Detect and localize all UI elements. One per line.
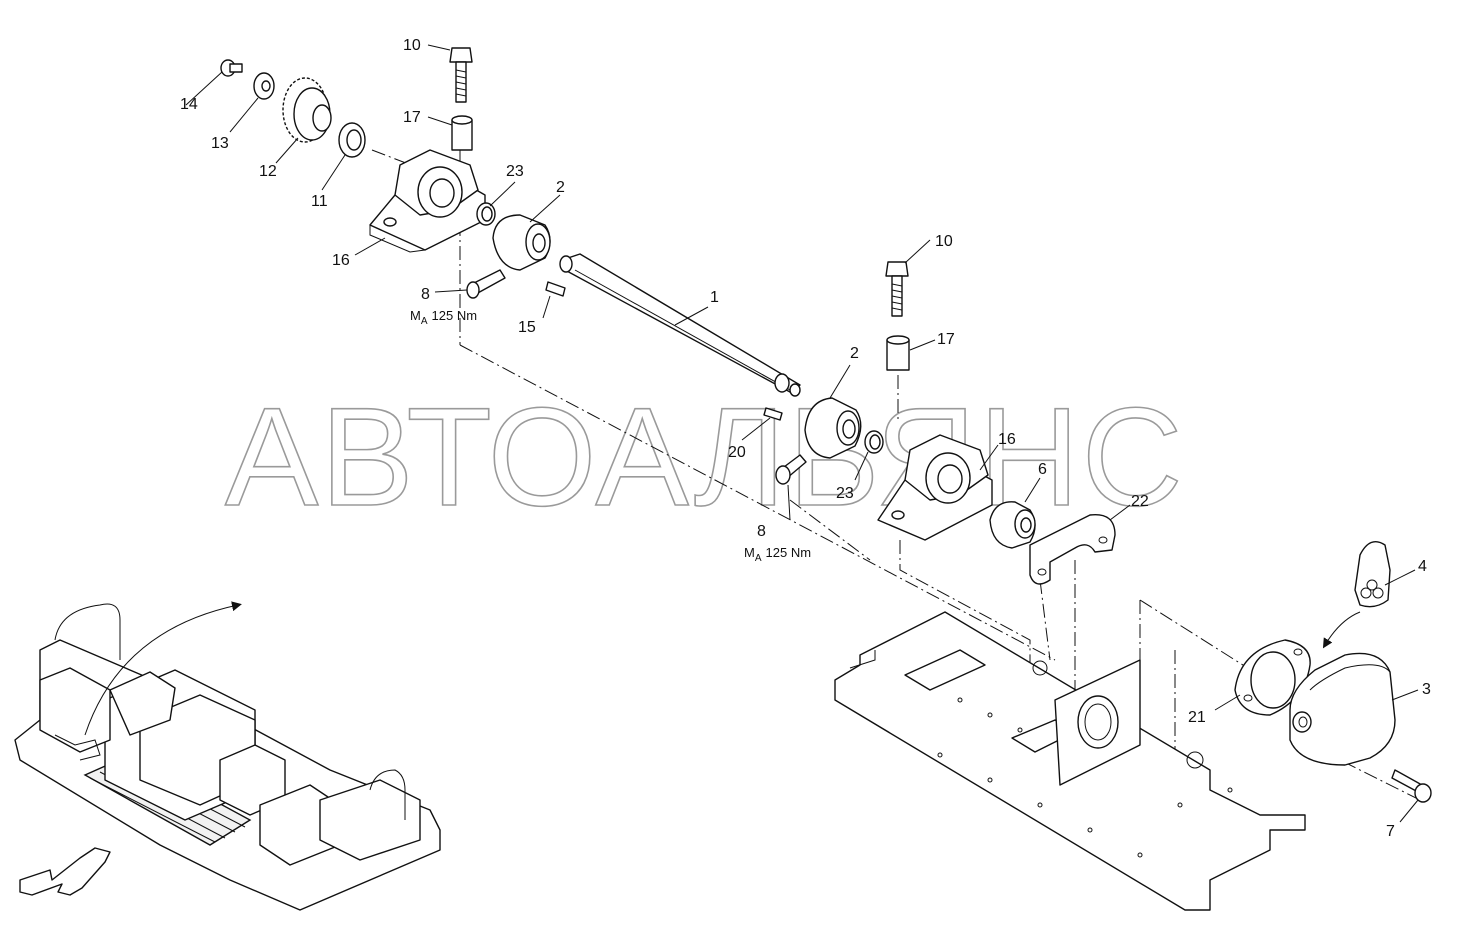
label-part-16-lower: 16: [998, 431, 1016, 448]
bushing-6: [989, 501, 1036, 549]
bearing-block-16-upper: [369, 149, 486, 253]
gasket-21: [1234, 639, 1311, 716]
label-part-15: 15: [518, 319, 536, 336]
label-part-23-upper: 23: [506, 163, 524, 180]
label-part-10-lower: 10: [935, 233, 953, 250]
housing-3: [1289, 652, 1396, 766]
overview-machine: [14, 603, 441, 911]
label-part-2-upper: 2: [556, 179, 565, 196]
leader-lines: [185, 44, 1419, 823]
key-15: [545, 281, 566, 297]
label-part-22: 22: [1131, 493, 1149, 510]
label-part-20: 20: [728, 444, 746, 461]
washer-13: [253, 72, 275, 100]
bolt-10-lower: [885, 261, 909, 317]
label-part-23-lower: 23: [836, 485, 854, 502]
install-arrow-4: [1322, 611, 1361, 649]
screw-8-upper: [466, 269, 506, 299]
label-part-1: 1: [710, 289, 719, 306]
base-plate: [834, 611, 1306, 911]
label-part-17-upper: 17: [403, 109, 421, 126]
screw-7: [1391, 769, 1432, 803]
ring-11: [338, 122, 366, 158]
spacer-17-lower: [886, 335, 910, 371]
label-part-4: 4: [1418, 558, 1427, 575]
label-part-10-upper: 10: [403, 37, 421, 54]
collar-2-upper: [492, 214, 551, 271]
bearing-block-16-lower: [877, 434, 993, 541]
label-part-16-upper: 16: [332, 252, 350, 269]
label-part-3: 3: [1422, 681, 1431, 698]
spacer-17-upper: [451, 115, 473, 151]
part-number-labels: 1 2 2 3 4 6 7 8 8 10 10 11 12 13 14 15 1…: [180, 37, 1431, 840]
label-part-8-lower: 8: [757, 523, 766, 540]
collar-2-lower: [804, 397, 862, 459]
label-part-7: 7: [1386, 823, 1395, 840]
screw-14: [220, 59, 243, 77]
bolt-10-upper: [449, 47, 473, 103]
overview-curved-arrow: [84, 601, 242, 736]
watermark-text: АВТОАЛЬЯНС: [225, 378, 1185, 535]
screw-8-lower: [775, 454, 807, 485]
label-part-8-upper: 8: [421, 286, 430, 303]
label-part-14: 14: [180, 96, 198, 113]
label-part-17-lower: 17: [937, 331, 955, 348]
label-part-21: 21: [1188, 709, 1206, 726]
label-part-13: 13: [211, 135, 229, 152]
cap-4: [1354, 541, 1391, 608]
circlip-23-lower: [864, 430, 884, 454]
circlip-23-upper: [476, 202, 496, 226]
bracket-22: [1029, 513, 1116, 585]
label-part-2-lower: 2: [850, 345, 859, 362]
gear-12: [282, 77, 332, 143]
view-direction-arrow: [19, 847, 111, 896]
label-part-11: 11: [311, 193, 328, 210]
shaft-1: [559, 253, 801, 397]
label-part-6: 6: [1038, 461, 1047, 478]
label-part-12: 12: [259, 163, 277, 180]
key-20: [763, 407, 783, 421]
